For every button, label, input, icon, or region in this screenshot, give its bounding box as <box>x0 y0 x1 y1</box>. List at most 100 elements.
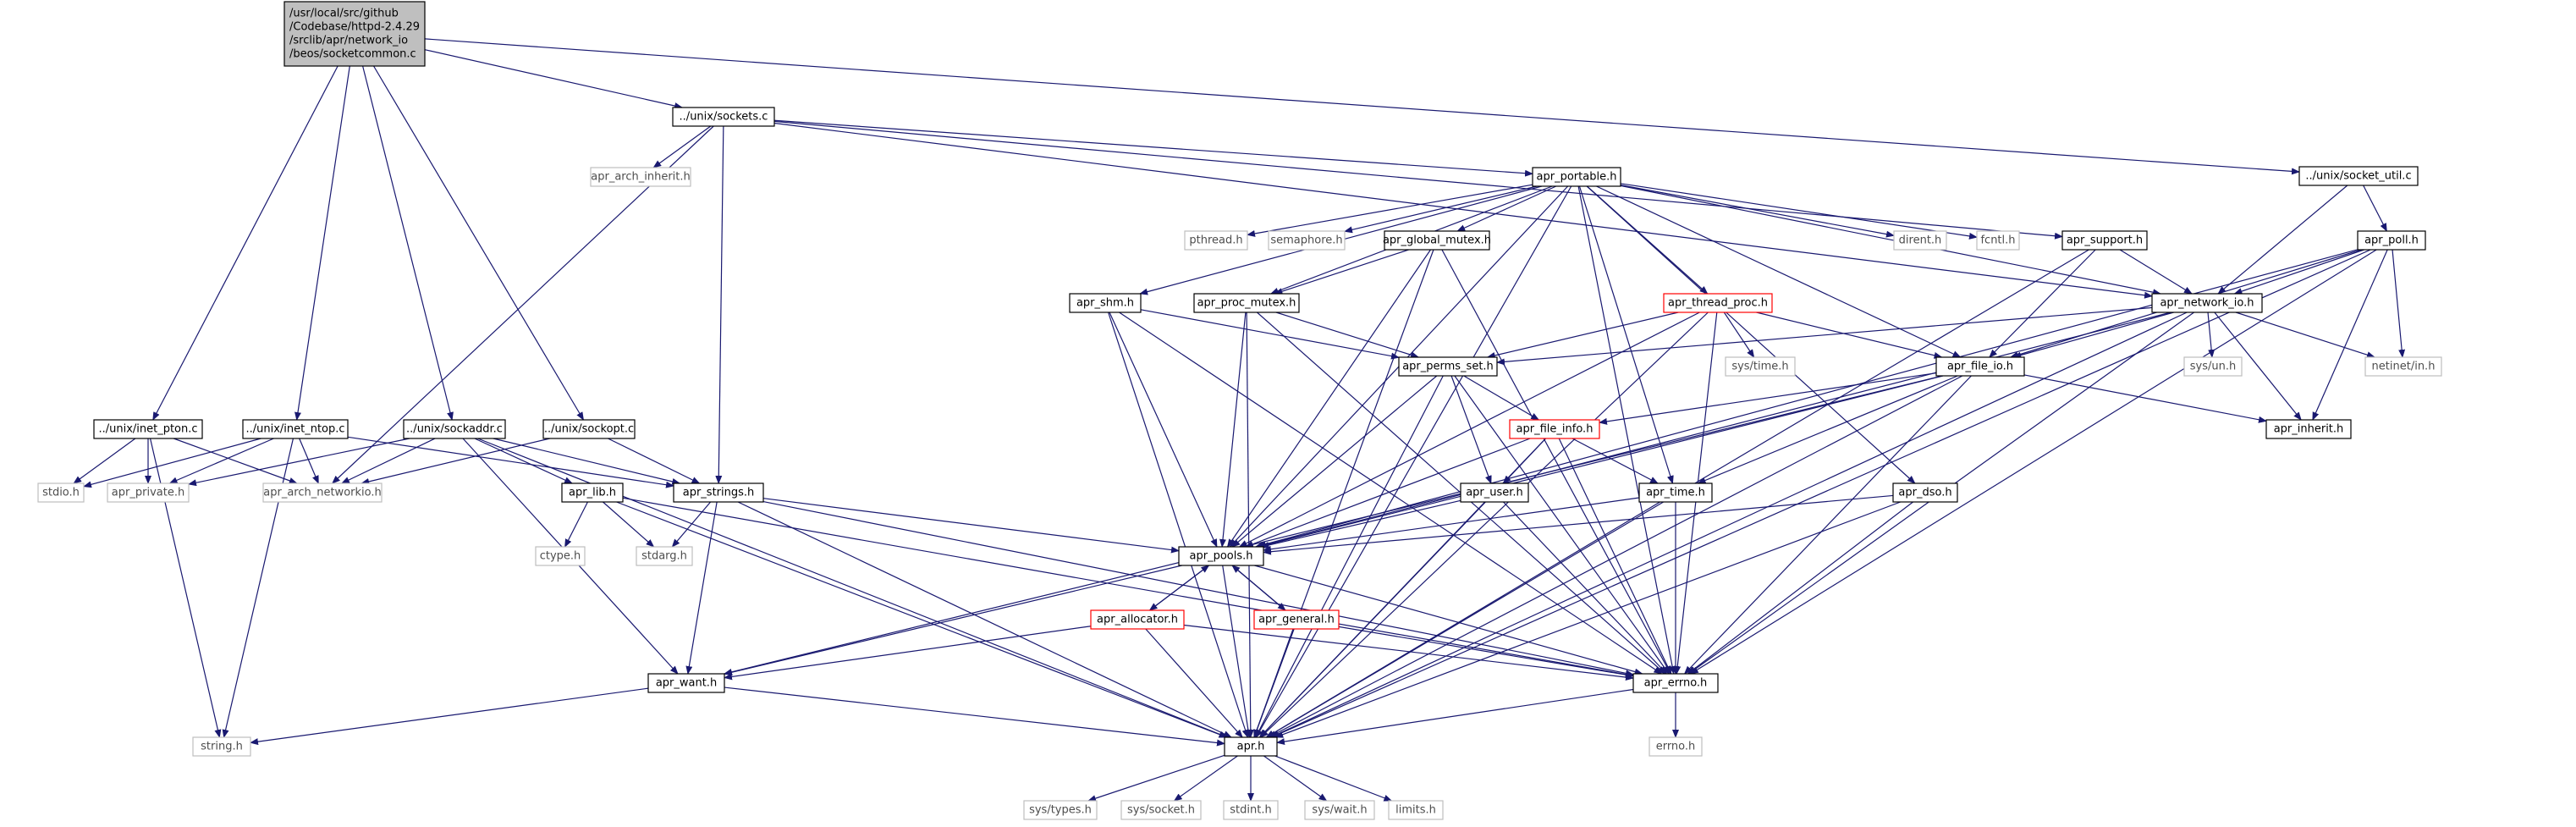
node-box <box>1388 800 1444 820</box>
node-apr[interactable]: apr.h <box>1224 736 1278 757</box>
node-poll[interactable]: apr_poll.h <box>2357 230 2426 251</box>
node-pools[interactable]: apr_pools.h <box>1178 546 1264 566</box>
node-thread-proc[interactable]: apr_thread_proc.h <box>1663 293 1773 313</box>
node-fcntl: fcntl.h <box>1976 230 2020 251</box>
node-inherit[interactable]: apr_inherit.h <box>2265 419 2352 439</box>
node-box <box>672 107 775 127</box>
edge-network_io-to-file_io <box>2012 312 2174 359</box>
node-box <box>1532 167 1621 187</box>
node-box <box>93 419 203 439</box>
node-box <box>1725 356 1796 377</box>
edge-file_io-to-want <box>723 375 1943 675</box>
node-time[interactable]: apr_time.h <box>1638 482 1713 503</box>
node-file-info[interactable]: apr_file_info.h <box>1509 419 1600 439</box>
edge-global_mutex-to-pools <box>1226 249 1431 548</box>
node-label: errno.h <box>1656 741 1696 753</box>
node-general[interactable]: apr_general.h <box>1253 609 1340 630</box>
edge-perms_set-to-errno_apr <box>1454 375 1670 675</box>
node-label: apr_user.h <box>1466 487 1523 499</box>
node-perms-set[interactable]: apr_perms_set.h <box>1398 356 1498 377</box>
node-sys-time: sys/time.h <box>1725 356 1796 377</box>
node-label: apr_dso.h <box>1898 487 1951 499</box>
node-arch-inherit: apr_arch_inherit.h <box>590 167 691 187</box>
node-arch-networkio: apr_arch_networkio.h <box>262 482 383 503</box>
node-box <box>561 482 624 503</box>
edge-poll-to-inherit <box>2312 249 2388 421</box>
edge-errno_apr-to-apr <box>1276 688 1634 745</box>
node-strings[interactable]: apr_strings.h <box>673 482 764 503</box>
edge-network_io-to-apr <box>1269 312 2188 738</box>
node-global-mutex[interactable]: apr_global_mutex.h <box>1383 230 1491 251</box>
node-sockets[interactable]: ../unix/sockets.c <box>672 107 775 127</box>
node-sys-un: sys/un.h <box>2183 356 2243 377</box>
node-netinet-in: netinet/in.h <box>2364 356 2442 377</box>
node-root[interactable]: /usr/local/src/github/Codebase/httpd-2.4… <box>283 1 426 67</box>
edge-strings-to-want <box>685 501 718 675</box>
node-portable[interactable]: apr_portable.h <box>1532 167 1621 187</box>
node-dso[interactable]: apr_dso.h <box>1892 482 1958 503</box>
edge-apr-to-limits <box>1274 755 1393 802</box>
edge-pools-to-apr <box>1222 565 1252 738</box>
node-errno: errno.h <box>1649 736 1703 757</box>
node-inet-ntop[interactable]: ../unix/inet_ntop.c <box>242 419 349 439</box>
node-box <box>1178 546 1264 566</box>
edge-root-to-inet_pton <box>152 65 339 421</box>
node-label: /usr/local/src/github <box>289 8 399 20</box>
node-sockopt[interactable]: ../unix/sockopt.c <box>542 419 636 439</box>
node-user[interactable]: apr_user.h <box>1460 482 1529 503</box>
edge-lib-to-errno_apr <box>622 497 1634 678</box>
node-errno-apr[interactable]: apr_errno.h <box>1632 673 1719 693</box>
edge-apr-to-sys_types <box>1087 754 1225 802</box>
node-label: ../unix/socket_util.c <box>2305 170 2411 183</box>
edge-strings-to-errno_apr <box>762 500 1634 677</box>
edge-sockaddr-to-arch_networkio <box>340 438 436 484</box>
node-label: apr_proc_mutex.h <box>1197 297 1296 310</box>
node-proc-mutex[interactable]: apr_proc_mutex.h <box>1193 293 1300 313</box>
node-network-io[interactable]: apr_network_io.h <box>2151 293 2263 313</box>
node-want[interactable]: apr_want.h <box>647 673 725 693</box>
edge-allocator-to-errno_apr <box>1183 624 1634 681</box>
edge-shm-to-errno_apr <box>1119 312 1663 675</box>
edge-strings-to-stdarg <box>671 501 712 548</box>
edge-user-to-errno_apr <box>1503 501 1668 675</box>
edge-sockaddr-to-private <box>188 438 410 487</box>
edge-file_io-to-errno_apr <box>1683 375 1972 675</box>
node-label: /beos/socketcommon.c <box>289 48 416 61</box>
node-sockaddr[interactable]: ../unix/sockaddr.c <box>403 419 506 439</box>
node-lib[interactable]: apr_lib.h <box>561 482 624 503</box>
edge-apr-to-sys_wait <box>1263 755 1328 802</box>
node-shm[interactable]: apr_shm.h <box>1069 293 1142 313</box>
node-label: sys/un.h <box>2190 361 2236 373</box>
edge-time-to-pools <box>1263 497 1640 553</box>
node-file-io[interactable]: apr_file_io.h <box>1935 356 2025 377</box>
node-support[interactable]: apr_support.h <box>2061 230 2148 251</box>
edge-portable-to-file_io <box>1596 185 1962 358</box>
node-box <box>542 419 636 439</box>
edge-inet_pton-to-stdio <box>73 438 136 484</box>
node-box <box>1090 609 1185 630</box>
node-box <box>1193 293 1300 313</box>
edge-dso-to-errno_apr <box>1687 501 1913 675</box>
node-label: apr_global_mutex.h <box>1383 234 1491 247</box>
node-box <box>1023 800 1098 820</box>
edge-portable-to-fcntl <box>1620 183 1978 240</box>
node-allocator[interactable]: apr_allocator.h <box>1090 609 1185 630</box>
node-label: fcntl.h <box>1980 234 2015 247</box>
edge-file_info-to-time <box>1571 438 1659 484</box>
node-label: apr_private.h <box>112 487 184 499</box>
node-box <box>1935 356 2025 377</box>
edge-inet_pton-to-arch_networkio <box>173 438 298 484</box>
node-box <box>1384 230 1490 251</box>
node-label: dirent.h <box>1899 234 1942 247</box>
edge-network_io-to-inherit <box>2214 312 2302 421</box>
node-label: sys/time.h <box>1731 361 1788 373</box>
node-box <box>192 736 251 757</box>
node-label: apr_want.h <box>656 677 717 690</box>
node-label: ../unix/sockopt.c <box>544 423 634 436</box>
node-socket-util[interactable]: ../unix/socket_util.c <box>2298 166 2419 186</box>
node-semaphore: semaphore.h <box>1268 230 1346 251</box>
node-inet-pton[interactable]: ../unix/inet_pton.c <box>93 419 203 439</box>
node-label: apr_pools.h <box>1190 550 1253 563</box>
edge-file_io-to-inherit <box>2023 374 2267 423</box>
node-label: apr_portable.h <box>1537 171 1617 184</box>
